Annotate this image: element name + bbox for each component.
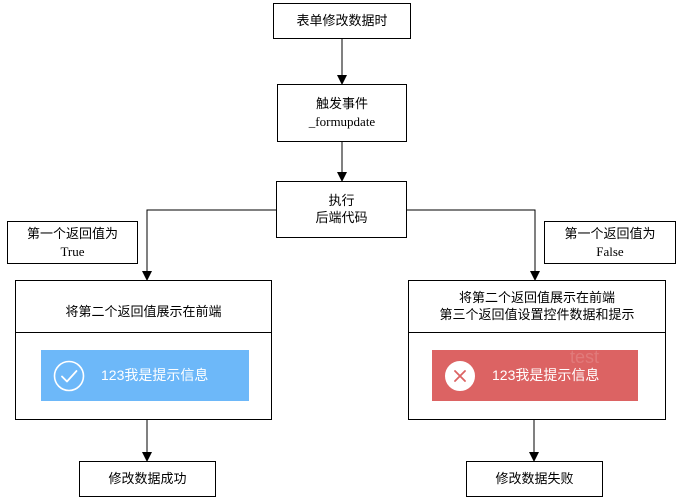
success-panel-title: 将第二个返回值展示在前端 — [16, 281, 271, 333]
trigger-event-node: 触发事件 _formupdate — [277, 84, 407, 142]
error-toast-text: 123我是提示信息 — [492, 367, 600, 383]
failure-node: 修改数据失败 — [466, 461, 603, 497]
error-toast: test 123我是提示信息 — [432, 350, 638, 401]
arrow-exec-to-right-panel — [407, 209, 540, 281]
trigger-event-label: 触发事件 — [315, 97, 368, 112]
backend-code-label: 后端代码 — [315, 210, 368, 226]
failure-display-panel: 将第二个返回值展示在前端 第三个返回值设置控件数据和提示 test 123我是提… — [408, 280, 666, 420]
condition-note-false: 第一个返回值为 False — [544, 221, 676, 264]
condition-true-label: 第一个返回值为 — [26, 226, 118, 242]
execute-label: 执行 — [328, 193, 355, 209]
condition-note-true: 第一个返回值为 True — [7, 221, 138, 264]
success-display-panel: 将第二个返回值展示在前端 123我是提示信息 — [15, 280, 272, 420]
condition-true-value: True — [60, 243, 85, 259]
arrow-exec-to-left-panel — [142, 209, 276, 281]
success-node-label: 修改数据成功 — [108, 471, 187, 487]
success-toast-text: 123我是提示信息 — [101, 367, 209, 383]
failure-panel-title-line1: 将第二个返回值展示在前端 — [458, 290, 615, 306]
trigger-event-name: _formupdate — [308, 114, 376, 129]
condition-false-value: False — [596, 243, 624, 259]
success-panel-title-text: 将第二个返回值展示在前端 — [65, 305, 222, 320]
toast-watermark: test — [570, 350, 600, 367]
close-circle-icon — [445, 361, 475, 391]
execute-backend-node: 执行 后端代码 — [276, 181, 407, 238]
failure-panel-title: 将第二个返回值展示在前端 第三个返回值设置控件数据和提示 — [409, 281, 665, 333]
check-circle-icon — [53, 360, 85, 392]
condition-false-label: 第一个返回值为 — [564, 226, 656, 242]
success-node: 修改数据成功 — [79, 461, 216, 497]
failure-node-label: 修改数据失败 — [495, 471, 574, 487]
success-toast: 123我是提示信息 — [41, 350, 249, 401]
start-node: 表单修改数据时 — [273, 3, 411, 39]
failure-panel-title-line2: 第三个返回值设置控件数据和提示 — [439, 307, 635, 323]
start-node-label: 表单修改数据时 — [296, 13, 388, 29]
